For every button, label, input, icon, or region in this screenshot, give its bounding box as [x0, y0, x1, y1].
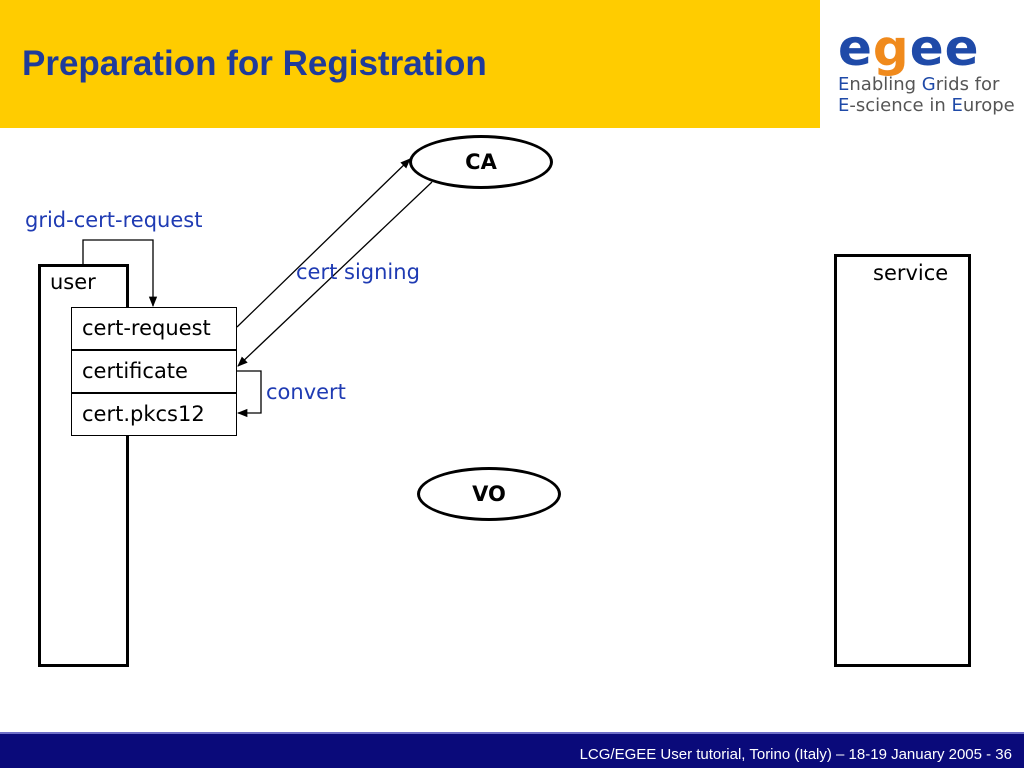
grid-cert-request-arrow — [82, 239, 158, 308]
footer-text: LCG/EGEE User tutorial, Torino (Italy) –… — [579, 746, 1012, 763]
request-to-ca-arrow — [236, 158, 411, 328]
logo-tagline-2: E-science in Europe — [838, 95, 1015, 116]
ca-to-certificate-arrow — [237, 181, 433, 367]
egee-logo: egee Enabling Grids for E-science in Eur… — [838, 22, 1015, 122]
cert-signing-label: cert signing — [296, 260, 420, 284]
cert-request-cell: cert-request — [71, 307, 237, 350]
logo-text: urope — [962, 95, 1015, 116]
certificate-cell: certificate — [71, 350, 237, 393]
logo-cap: G — [921, 74, 936, 95]
ca-node: CA — [409, 135, 553, 189]
convert-arrow — [236, 370, 262, 418]
logo-letters-ee: ee — [909, 19, 980, 77]
logo-tagline-1: Enabling Grids for — [838, 74, 1008, 95]
logo-wordmark: egee — [838, 22, 1008, 74]
convert-label: convert — [266, 380, 346, 404]
logo-text: nabling — [849, 74, 922, 95]
logo-cap: E — [838, 74, 850, 95]
user-label: user — [50, 270, 96, 294]
logo-text: rids for — [935, 74, 1000, 95]
logo-cap: E — [838, 95, 850, 116]
logo-cap: E — [951, 95, 963, 116]
footer-band: LCG/EGEE User tutorial, Torino (Italy) –… — [0, 732, 1024, 768]
vo-label: VO — [472, 482, 506, 506]
cert-pkcs12-cell: cert.pkcs12 — [71, 393, 237, 436]
page-title: Preparation for Registration — [22, 44, 487, 83]
vo-node: VO — [417, 467, 561, 521]
service-box — [834, 254, 971, 667]
service-label: service — [873, 261, 949, 285]
logo-letter-g: g — [872, 19, 910, 77]
grid-cert-request-label: grid-cert-request — [25, 208, 203, 232]
logo-text: -science in — [849, 95, 952, 116]
logo-letter-e: e — [838, 19, 873, 77]
header-band — [0, 0, 820, 128]
ca-label: CA — [465, 150, 497, 174]
